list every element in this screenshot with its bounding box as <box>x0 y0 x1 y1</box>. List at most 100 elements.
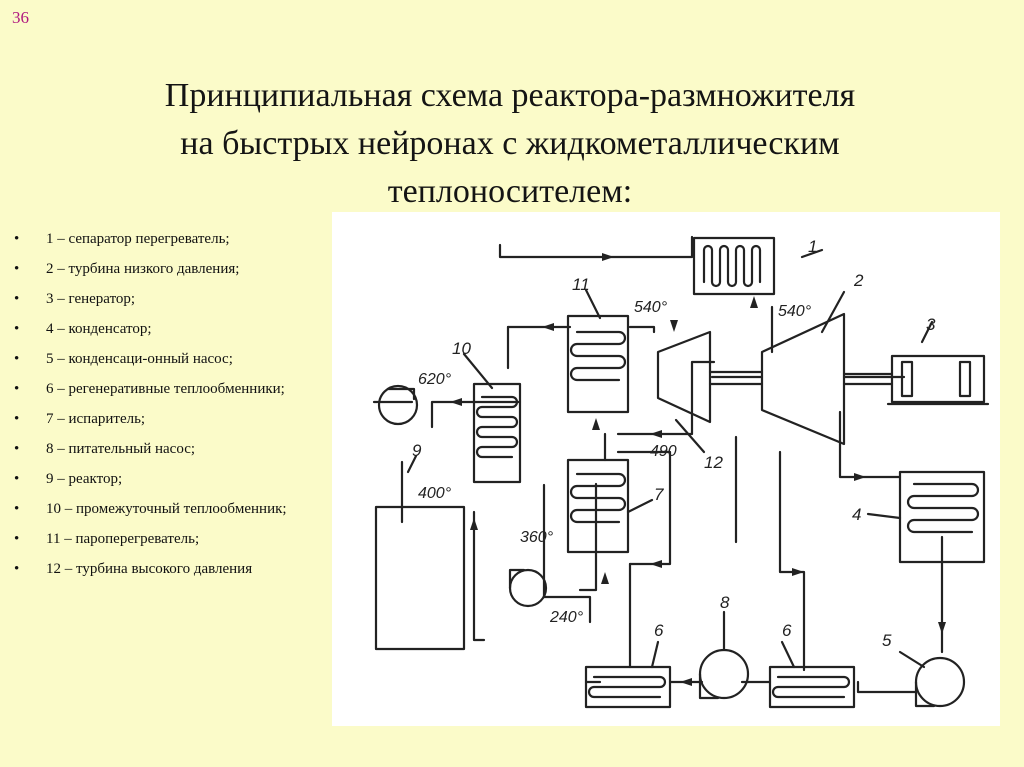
legend-item-text: 7 – испаритель; <box>46 411 146 427</box>
bullet-icon: • <box>14 441 20 457</box>
flow-arrow-icon <box>470 518 478 530</box>
separator-superheater-box <box>692 236 776 296</box>
label-leader <box>584 288 602 320</box>
flow-arrow-icon <box>542 323 554 331</box>
legend-item-text: 10 – промежуточный теплообменник; <box>46 501 287 517</box>
superheater-coil <box>569 330 627 382</box>
legend-item: •11 – пароперегреватель; <box>14 528 336 550</box>
bullet-icon: • <box>14 501 20 517</box>
legend-item: • 3 – генератор; <box>14 288 336 310</box>
bullet-icon: • <box>14 291 20 307</box>
bullet-icon: • <box>14 261 20 277</box>
label-leader <box>866 512 902 520</box>
legend-item-text: 11 – пароперегреватель; <box>46 531 200 547</box>
temp-400: 400° <box>418 485 452 502</box>
feed-pump <box>698 648 750 700</box>
condensate-pump-outlet <box>914 680 936 708</box>
regenerative-coil-left <box>587 675 667 699</box>
label-leader <box>898 650 926 669</box>
exchanger-coil <box>475 395 519 459</box>
legend-item: •9 – реактор; <box>14 468 336 490</box>
legend-item-text: 3 – генератор; <box>46 291 136 307</box>
label-6-left: 6 <box>654 621 664 640</box>
label-12: 12 <box>704 453 723 472</box>
label-leader <box>462 352 494 390</box>
primary-pump-body <box>377 384 419 426</box>
label-leader <box>406 454 418 474</box>
regenerative-exchanger-right <box>768 665 856 709</box>
flow-arrow-icon <box>854 473 866 481</box>
slide-title: Принципиальная схема реактора-размножите… <box>70 72 950 216</box>
legend-item-text: 1 – сепаратор перегреватель; <box>46 231 230 247</box>
flow-arrow-icon <box>938 622 946 634</box>
flow-arrow-icon <box>680 678 692 686</box>
flow-arrow-icon <box>450 398 462 406</box>
temp-540-right: 540° <box>778 303 812 320</box>
flow-arrows <box>450 253 946 686</box>
bullet-icon: • <box>14 231 20 247</box>
temp-360: 360° <box>520 529 554 546</box>
legend-item: • 7 – испаритель; <box>14 408 336 430</box>
condenser-coil <box>906 482 980 534</box>
label-leader <box>626 498 654 514</box>
label-5: 5 <box>882 631 892 650</box>
reactor-vessel <box>374 505 466 651</box>
bullet-icon: • <box>14 471 20 487</box>
flow-arrow-icon <box>592 418 600 430</box>
legend-item: • 12 – турбина высокого давления <box>14 558 336 580</box>
legend-item-text: 8 – питательный насос; <box>46 441 196 457</box>
label-leader <box>674 418 706 454</box>
legend-item: • 2 – турбина низкого давления; <box>14 258 336 280</box>
legend-item-text: 6 – регенеративные теплообменники; <box>46 381 285 397</box>
legend-item: • 4 – конденсатор; <box>14 318 336 340</box>
low-pressure-turbine <box>760 312 846 446</box>
legend-item-text: 12 – турбина высокого давления <box>46 561 253 577</box>
bullet-icon: • <box>14 321 20 337</box>
evaporator-coil <box>569 472 627 524</box>
primary-pump-outlet <box>386 387 416 401</box>
legend-item: • 10 – промежуточный теплообменник; <box>14 498 336 520</box>
regenerative-exchanger-left <box>584 665 672 709</box>
flow-arrow-icon <box>792 568 804 576</box>
separator-coil <box>702 244 762 288</box>
title-line-2: на быстрых нейронах с жидкометаллическим <box>180 125 840 162</box>
label-2: 2 <box>853 271 864 290</box>
superheater-box <box>566 314 630 414</box>
legend-item-text: 5 – конденсаци-онный насос; <box>46 351 233 367</box>
generator-pole <box>958 360 972 398</box>
legend-item: • 6 – регенеративные теплообменники; <box>14 378 336 400</box>
flow-arrow-icon <box>601 572 609 584</box>
temp-540-left: 540° <box>634 299 668 316</box>
label-8: 8 <box>720 593 730 612</box>
flow-arrow-icon <box>670 320 678 332</box>
temp-620: 620° <box>418 371 452 388</box>
generator-pole <box>900 360 914 398</box>
label-leader <box>650 640 660 669</box>
label-10: 10 <box>452 339 471 358</box>
bullet-icon: • <box>14 381 20 397</box>
label-leader <box>920 320 934 344</box>
flow-arrow-icon <box>602 253 614 261</box>
temp-240: 240° <box>549 609 584 626</box>
slide-number: 36 <box>12 8 29 27</box>
label-3: 3 <box>926 315 936 334</box>
legend-item: •5 – конденсаци-онный насос; <box>14 348 336 370</box>
regenerative-coil-right <box>771 675 851 699</box>
legend-item: • 1 – сепаратор перегреватель; <box>14 228 336 250</box>
temp-490: 490 <box>650 443 677 460</box>
bullet-icon: • <box>14 411 20 427</box>
label-leader <box>820 290 846 334</box>
secondary-pump <box>508 568 548 608</box>
legend-item-text: 2 – турбина низкого давления; <box>46 261 240 277</box>
flow-arrow-icon <box>650 430 662 438</box>
legend-item: • 8 – питательный насос; <box>14 438 336 460</box>
title-line-3: теплоносителем: <box>387 173 633 210</box>
label-leader <box>780 640 796 669</box>
label-11: 11 <box>572 275 590 294</box>
label-4: 4 <box>852 505 861 524</box>
schematic-diagram: 1 2 3 4 5 6 6 7 8 9 10 11 12 620° 400° 3… <box>332 212 1000 726</box>
legend-item-text: 4 – конденсатор; <box>46 321 152 337</box>
high-pressure-turbine <box>656 330 712 424</box>
title-line-1: Принципиальная схема реактора-размножите… <box>164 77 856 114</box>
evaporator-box <box>566 458 630 554</box>
